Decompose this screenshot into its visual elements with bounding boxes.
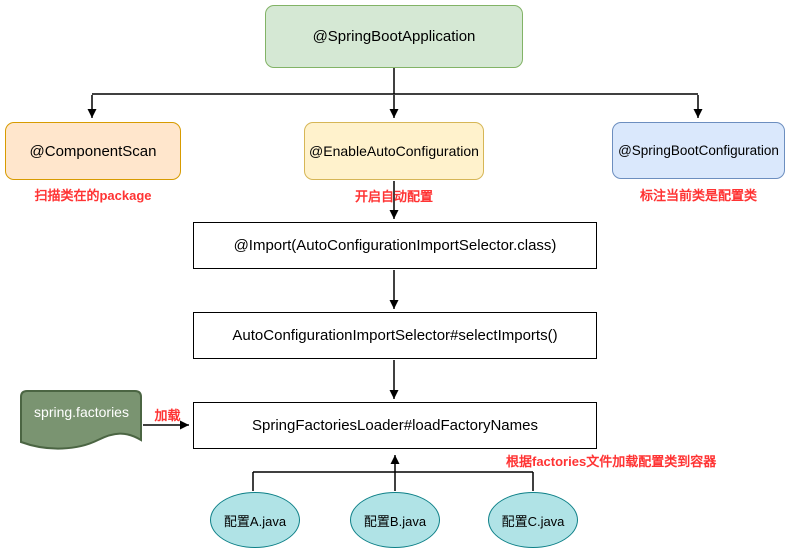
node-springbootconfiguration: @SpringBootConfiguration — [612, 122, 785, 179]
note-factories-loading: 根据factories文件加载配置类到容器 — [506, 454, 717, 469]
document-shape-icon — [20, 390, 142, 450]
node-label: 配置A.java — [223, 513, 287, 529]
node-label: @SpringBootApplication — [312, 28, 476, 45]
node-springbootapplication: @SpringBootApplication — [265, 5, 523, 68]
note-enableautoconfiguration: 开启自动配置 — [354, 189, 433, 204]
node-label: @SpringBootConfiguration — [618, 143, 779, 158]
node-config-c: 配置C.java — [488, 492, 578, 548]
node-label: AutoConfigurationImportSelector#selectIm… — [232, 327, 558, 344]
node-label: 配置C.java — [501, 513, 565, 529]
note-springbootconfiguration: 标注当前类是配置类 — [639, 188, 757, 203]
node-load-factory-names: SpringFactoriesLoader#loadFactoryNames — [193, 402, 597, 449]
node-label: @EnableAutoConfiguration — [309, 143, 479, 159]
node-config-a: 配置A.java — [210, 492, 300, 548]
node-select-imports: AutoConfigurationImportSelector#selectIm… — [193, 312, 597, 359]
node-label: spring.factories — [34, 404, 129, 420]
note-componentscan: 扫描类在的package — [34, 188, 152, 203]
node-componentscan: @ComponentScan — [5, 122, 181, 180]
node-label: @ComponentScan — [29, 142, 157, 160]
node-label: @Import(AutoConfigurationImportSelector.… — [233, 237, 557, 254]
node-label: SpringFactoriesLoader#loadFactoryNames — [252, 417, 538, 434]
node-spring-factories-file: spring.factories — [20, 390, 143, 456]
edge-root-split — [92, 68, 698, 95]
node-import-selector: @Import(AutoConfigurationImportSelector.… — [193, 222, 597, 269]
node-config-b: 配置B.java — [350, 492, 440, 548]
edge-configs-bus — [252, 471, 534, 491]
note-load-label: 加载 — [154, 408, 181, 423]
node-enableautoconfiguration: @EnableAutoConfiguration — [304, 122, 484, 180]
node-label: 配置B.java — [363, 513, 427, 529]
